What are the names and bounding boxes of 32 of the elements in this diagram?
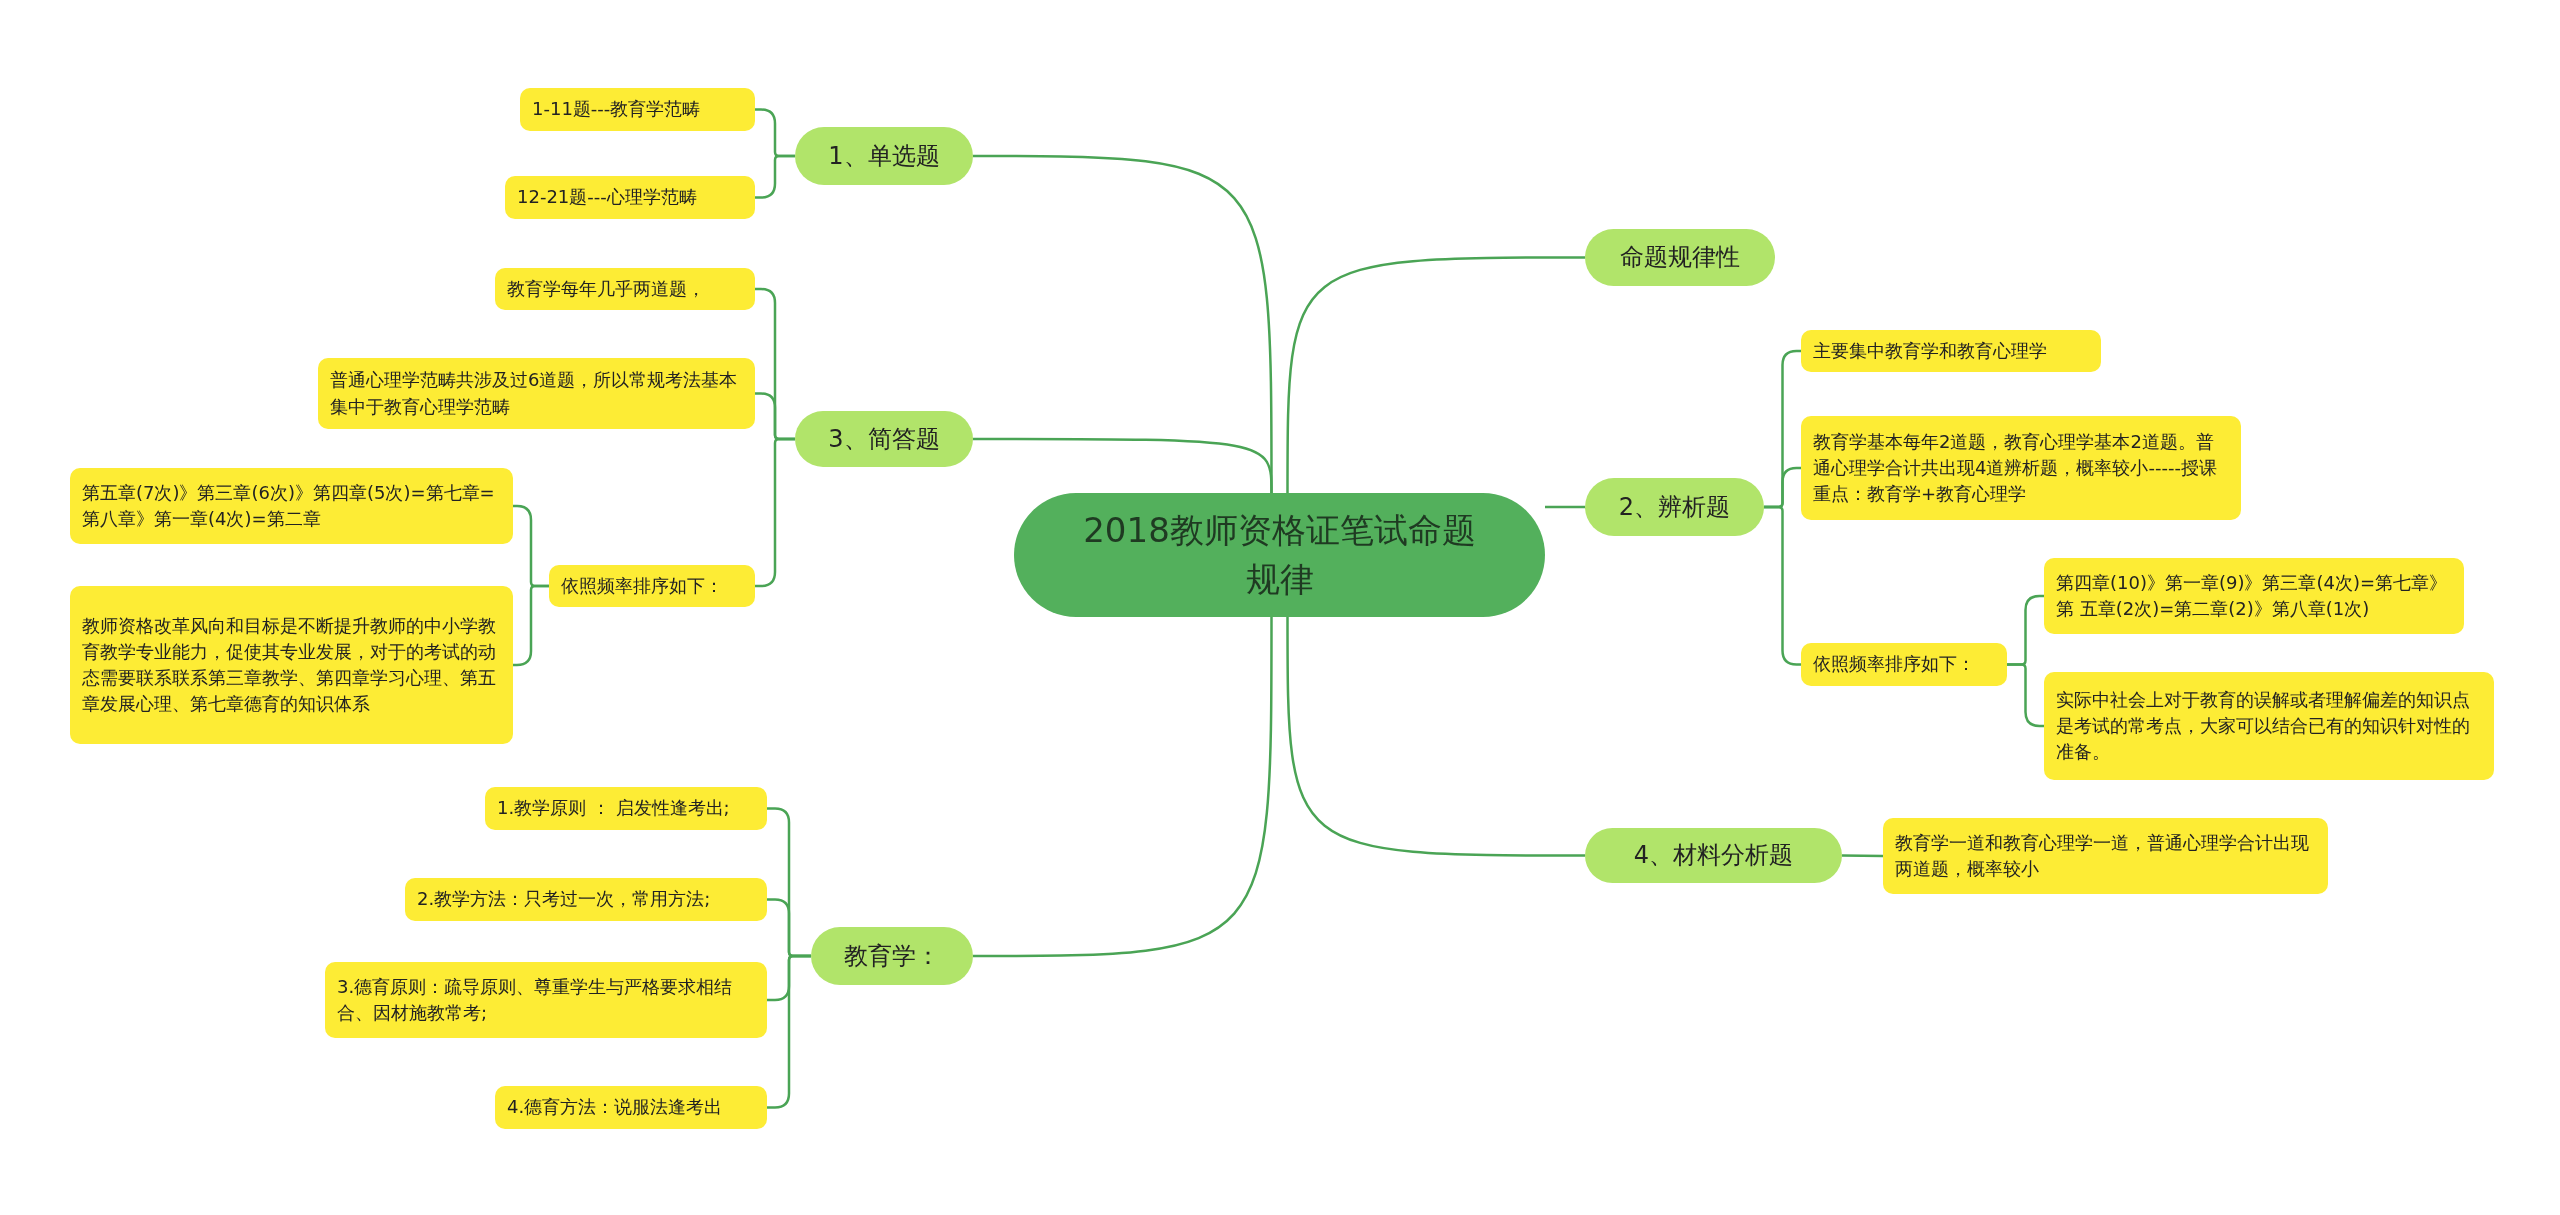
branch-topic: 2、辨析题 — [1585, 478, 1764, 536]
subtopic-note: 4.德育方法：说服法逢考出 — [495, 1086, 767, 1129]
connector-line — [1286, 256, 1585, 493]
subtopic-note: 主要集中教育学和教育心理学 — [1801, 330, 2101, 372]
subtopic-note: 教师资格改革风向和目标是不断提升教师的中小学教育教学专业能力，促使其专业发展，对于的考试的动态需要联系联系第三章教学、第四章学习心理、第五章发展心理、第七章德育的知识体系 — [70, 586, 513, 744]
connector-line — [973, 617, 1273, 958]
subtopic-note: 2.教学方法：只考过一次，常用方法; — [405, 878, 767, 921]
subtopic-note: 3.德育原则：疏导原则、尊重学生与严格要求相结合、因材施教常考; — [325, 962, 767, 1038]
branch-topic: 4、材料分析题 — [1585, 828, 1842, 883]
connector-line — [973, 437, 1273, 493]
branch-topic: 命题规律性 — [1585, 229, 1775, 286]
connector-line — [1286, 617, 1585, 857]
subtopic-note: 教育学一道和教育心理学一道，普通心理学合计出现两道题，概率较小 — [1883, 818, 2328, 894]
subtopic-note: 教育学每年几乎两道题， — [495, 268, 755, 310]
subtopic-note: 普通心理学范畴共涉及过6道题，所以常规考法基本集中于教育心理学范畴 — [318, 358, 755, 429]
subtopic-note: 实际中社会上对于教育的误解或者理解偏差的知识点是考试的常考点，大家可以结合已有的知识针对性的准备。 — [2044, 672, 2494, 780]
branch-topic: 1、单选题 — [795, 127, 973, 185]
subtopic-note: 依照频率排序如下： — [549, 565, 755, 607]
connector-line — [1842, 854, 1883, 858]
subtopic-note: 教育学基本每年2道题，教育心理学基本2道题。普通心理学合计共出现4道辨析题，概率较小-----授课重点：教育学+教育心理学 — [1801, 416, 2241, 520]
central-topic: 2018教师资格证笔试命题规律 — [1014, 493, 1545, 617]
subtopic-note: 依照频率排序如下： — [1801, 643, 2007, 686]
subtopic-note: 12-21题---心理学范畴 — [505, 176, 755, 219]
subtopic-note: 第五章(7次)》第三章(6次)》第四章(5次)=第七章=第八章》第一章(4次)=第二章 — [70, 468, 513, 544]
subtopic-note: 第四章(10)》第一章(9)》第三章(4次)=第七章》第 五章(2次)=第二章(2)》第八章(1次) — [2044, 558, 2464, 634]
connector-line — [767, 954, 811, 1109]
connector-line — [1545, 505, 1585, 509]
subtopic-note: 1.教学原则 ： 启发性逢考出; — [485, 787, 767, 830]
subtopic-note: 1-11题---教育学范畴 — [520, 88, 755, 131]
connector-line — [755, 154, 795, 199]
branch-topic: 教育学： — [811, 927, 973, 985]
branch-topic: 3、简答题 — [795, 411, 973, 467]
